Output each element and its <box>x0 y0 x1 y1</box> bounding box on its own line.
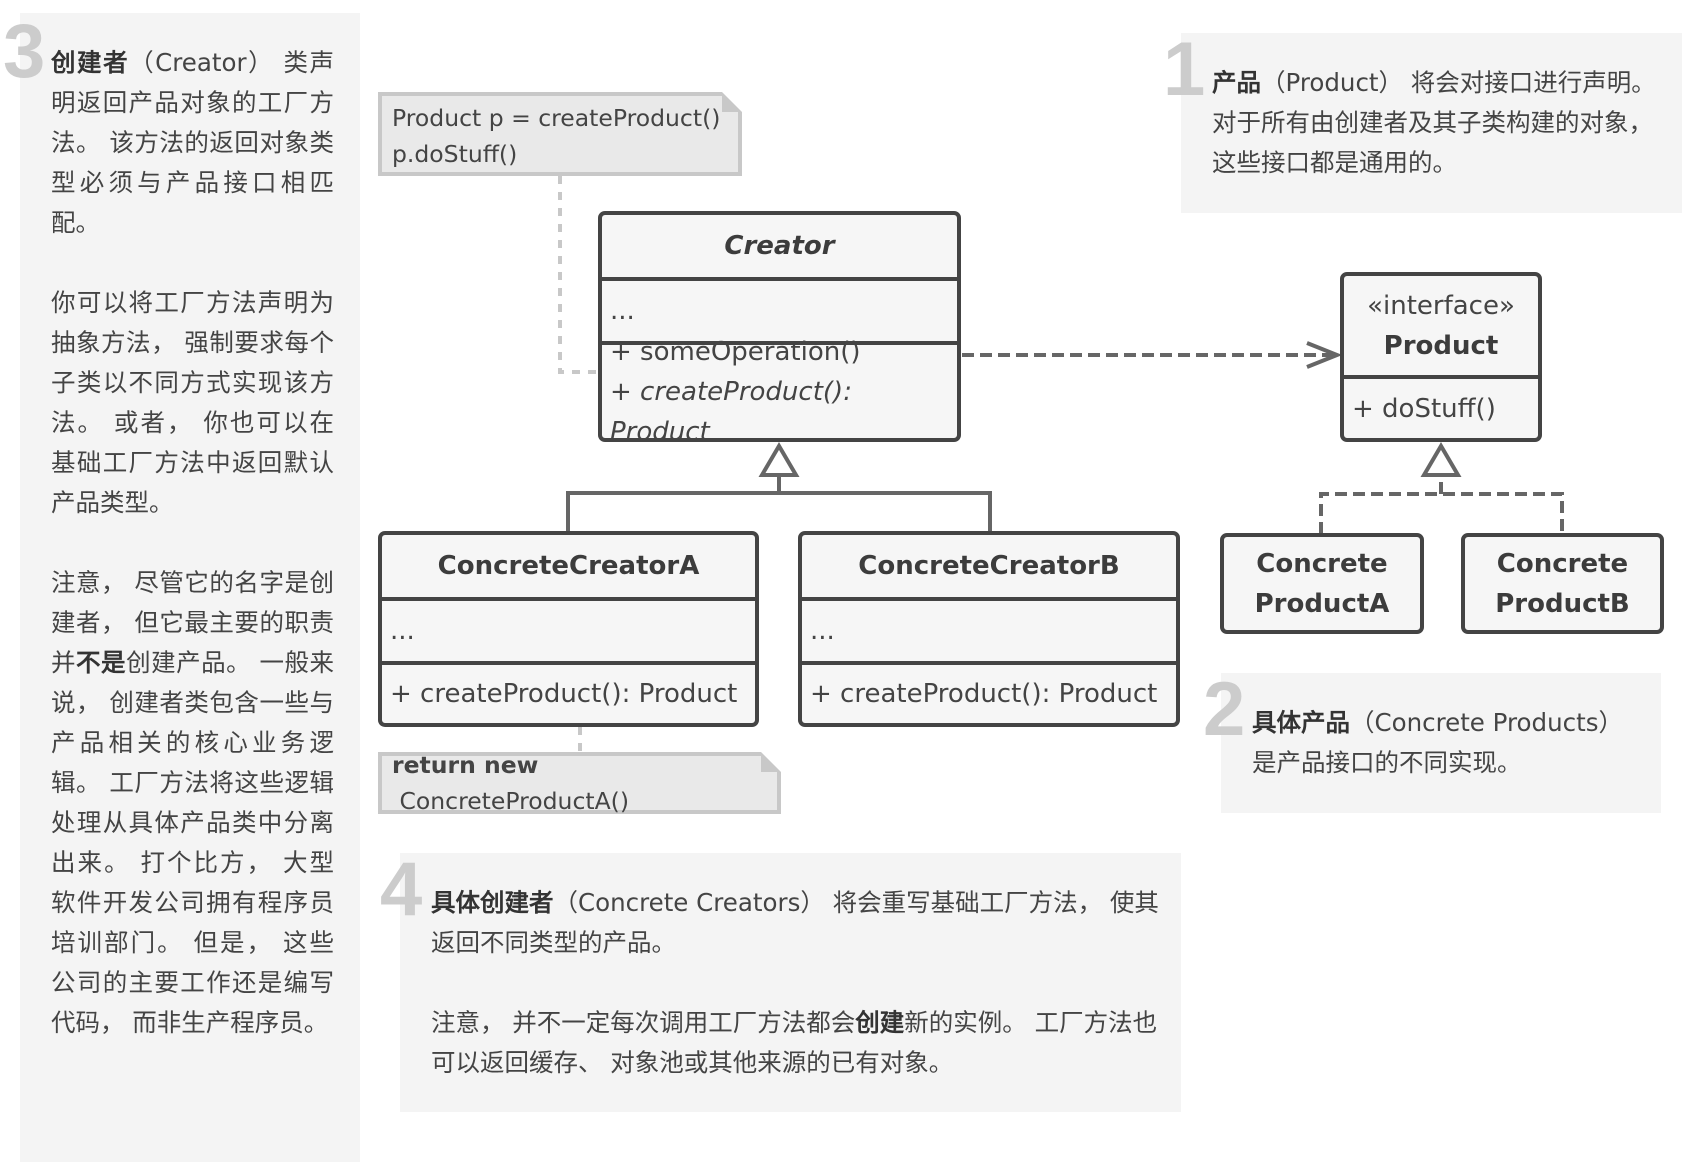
creator-note-emphasis: 不是 <box>76 648 127 677</box>
dependency-arrowhead <box>1306 341 1343 369</box>
note-create-product-a: return new ConcreteProductA() <box>378 751 781 815</box>
concrete-products-intro: （Concrete Products） 是产品接口的不同实现。 <box>1252 708 1623 777</box>
interface-product[interactable]: «interface» Product + doStuff() <box>1340 272 1542 442</box>
realization-line-products <box>1319 476 1564 534</box>
concrete-product-a-line2: ProductA <box>1254 588 1390 619</box>
creator-description-text: 创建者（Creator） 类声明返回产品对象的工厂方法。 该方法的返回对象类型必… <box>51 43 334 1043</box>
class-concrete-creator-a[interactable]: ConcreteCreatorA ... + createProduct(): … <box>378 531 759 727</box>
method-some-operation: + someOperation() <box>610 336 861 367</box>
interface-product-name: Product <box>1383 330 1499 361</box>
note-line-2: p.doStuff() <box>392 140 518 168</box>
class-concrete-product-b[interactable]: Concrete ProductB <box>1461 533 1664 634</box>
class-concrete-creator-a-fields: ... <box>382 601 755 665</box>
concrete-product-a-line1: Concrete <box>1256 548 1388 579</box>
step-number-3: 3 <box>3 9 46 94</box>
class-concrete-creator-b-method: + createProduct(): Product <box>810 679 1158 709</box>
interface-product-method: + doStuff() <box>1352 393 1496 424</box>
creator-responsibility-note: 注意， 尽管它的名字是创建者， 但它最主要的职责并不是创建产品。 一般来说， 创… <box>51 563 334 1043</box>
product-description-panel <box>1181 33 1682 213</box>
class-creator[interactable]: Creator ... + someOperation() + createPr… <box>598 211 961 442</box>
concrete-creators-description-text: 具体创建者（Concrete Creators） 将会重写基础工厂方法， 使其返… <box>431 883 1161 1083</box>
concrete-creators-description-panel <box>400 853 1181 1112</box>
concrete-creators-title: 具体创建者 <box>431 888 554 917</box>
class-concrete-creator-a-method: + createProduct(): Product <box>390 679 738 709</box>
method-create-product-abstract: + createProduct(): Product <box>610 376 852 442</box>
note-create-a-text: return new ConcreteProductA() <box>392 747 767 819</box>
note-create-a-rest: ConcreteProductA() <box>392 787 629 815</box>
note-fold-icon <box>722 92 742 112</box>
class-concrete-product-a[interactable]: Concrete ProductA <box>1220 533 1424 634</box>
concrete-products-description-text: 具体产品（Concrete Products） 是产品接口的不同实现。 <box>1252 703 1652 783</box>
creator-note-part1: 注意， 尽管它的名字是创建者， 但它最主要的职责并 <box>51 568 334 677</box>
creator-abstract-note: 你可以将工厂方法声明为抽象方法， 强制要求每个子类以不同方式实现该方法。 或者，… <box>51 288 334 517</box>
interface-stereotype: «interface» <box>1367 290 1515 321</box>
product-description-text: 产品（Product） 将会对接口进行声明。 对于所有由创建者及其子类构建的对象… <box>1212 63 1662 183</box>
cc-note-emphasis: 创建 <box>855 1008 905 1037</box>
concrete-creators-intro: （Concrete Creators） 将会重写基础工厂方法， 使其返回不同类型… <box>431 888 1159 957</box>
note-link-some-operation <box>558 176 597 374</box>
creator-intro: （Creator） 类声明返回产品对象的工厂方法。 该方法的返回对象类型必须与产… <box>51 48 335 237</box>
class-concrete-creator-a-name: ConcreteCreatorA <box>382 535 755 601</box>
concrete-product-b-line2: ProductB <box>1495 588 1630 619</box>
step-number-2: 2 <box>1203 667 1246 752</box>
interface-product-header: «interface» Product <box>1344 276 1538 379</box>
note-create-a-keyword: return new <box>392 751 539 779</box>
inheritance-arrow-creator <box>758 442 800 477</box>
class-concrete-creator-b-name: ConcreteCreatorB <box>802 535 1176 601</box>
note-fold-icon <box>761 752 781 772</box>
class-creator-methods: + someOperation() + createProduct(): Pro… <box>602 337 957 439</box>
product-title: 产品 <box>1212 68 1261 97</box>
cc-note-part2: 新的实例。 工厂方法也可以返回缓存、 对象池或其他来源的已有对象。 <box>431 1008 1158 1077</box>
concrete-products-description-panel <box>1221 673 1661 813</box>
step-number-4: 4 <box>380 847 423 932</box>
class-creator-fields: ... <box>602 281 957 345</box>
concrete-creators-note: 注意， 并不一定每次调用工厂方法都会创建新的实例。 工厂方法也可以返回缓存、 对… <box>431 1003 1161 1083</box>
creator-title: 创建者 <box>51 48 130 77</box>
class-concrete-creator-b-fields: ... <box>802 601 1176 665</box>
creator-description-panel <box>20 13 360 1162</box>
class-creator-name: Creator <box>602 215 957 281</box>
realization-arrow-product <box>1420 442 1462 477</box>
note-line-1: Product p = createProduct() <box>392 104 721 132</box>
cc-note-part1: 注意， 并不一定每次调用工厂方法都会 <box>431 1008 856 1037</box>
concrete-products-title: 具体产品 <box>1252 708 1350 737</box>
creator-note-part2: 创建产品。 一般来说， 创建者类包含一些与产品相关的核心业务逻辑。 工厂方法将这… <box>51 648 335 1037</box>
step-number-1: 1 <box>1163 27 1206 112</box>
inheritance-line-creators <box>566 476 992 532</box>
note-some-operation: Product p = createProduct() p.doStuff() <box>378 92 742 176</box>
class-concrete-creator-b[interactable]: ConcreteCreatorB ... + createProduct(): … <box>798 531 1180 727</box>
concrete-product-b-line1: Concrete <box>1496 548 1629 579</box>
product-intro: （Product） 将会对接口进行声明。 对于所有由创建者及其子类构建的对象， … <box>1212 68 1656 177</box>
